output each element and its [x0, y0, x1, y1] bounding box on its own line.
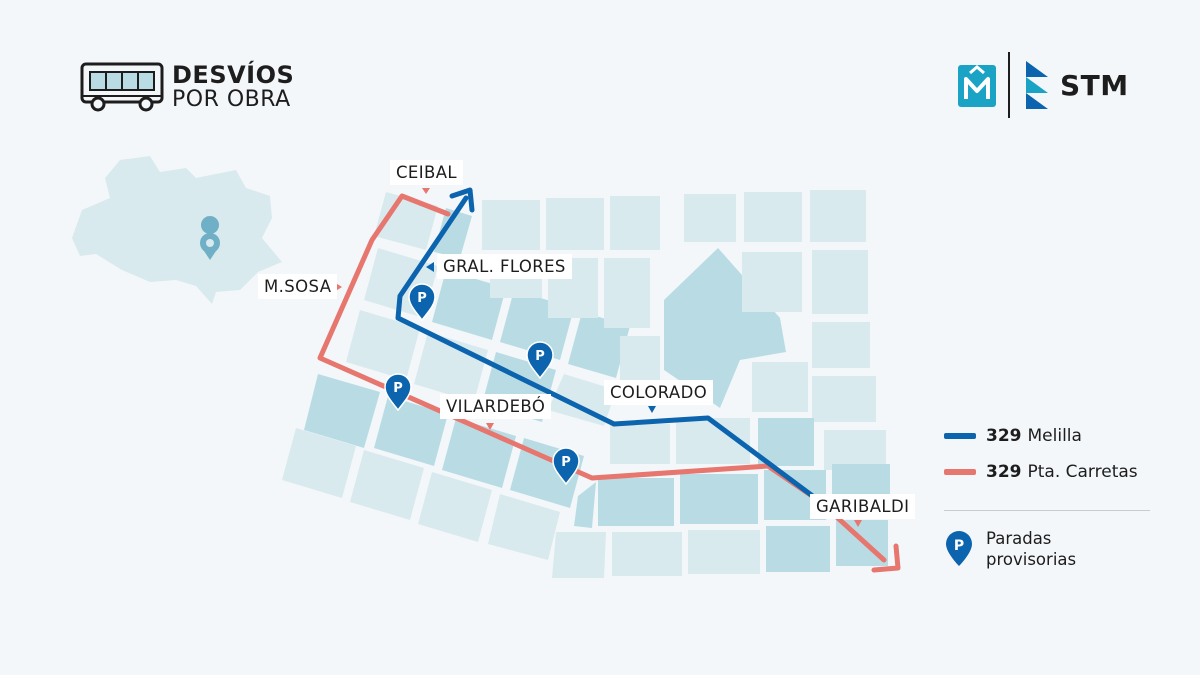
city-blocks: [282, 190, 890, 578]
legend-stops-line2: provisorias: [986, 549, 1077, 569]
legend-swatch-red: [944, 469, 976, 475]
legend-swatch-blue: [944, 433, 976, 439]
route-blue-arrow: [449, 187, 475, 213]
legend-divider: [944, 510, 1150, 511]
brand-name: STM: [1060, 68, 1129, 102]
street-label-garibaldi: GARIBALDI: [810, 494, 916, 519]
stop-marker[interactable]: P: [552, 447, 580, 486]
montevideo-logo-icon: [958, 65, 996, 107]
title-block: DESVÍOS POR OBRA: [172, 60, 295, 113]
street-label-ceibal: CEIBAL: [390, 160, 464, 185]
route-red-arrow: [871, 543, 901, 573]
stop-marker[interactable]: P: [384, 373, 412, 412]
city-silhouette: [72, 156, 282, 304]
stop-marker-symbol: P: [417, 291, 427, 306]
title-line-2: POR OBRA: [172, 87, 291, 113]
stop-marker[interactable]: P: [408, 283, 436, 322]
stop-marker-symbol: P: [954, 538, 964, 554]
legend-row-carretas: 329 Pta. Carretas: [944, 454, 1150, 490]
legend-route-name: Melilla: [1027, 426, 1082, 446]
legend: 329 Melilla 329 Pta. Carretas P Paradas …: [944, 418, 1150, 570]
brand-logos: STM: [958, 52, 1129, 118]
stop-marker-symbol: P: [561, 455, 571, 470]
stop-marker-symbol: P: [535, 349, 545, 364]
legend-route-name: Pta. Carretas: [1027, 462, 1138, 482]
stop-marker-icon: P: [946, 531, 972, 566]
legend-row-melilla: 329 Melilla: [944, 418, 1150, 454]
street-label-vilardebo: VILARDEBÓ: [440, 394, 552, 419]
street-label-msosa: M.SOSA: [258, 274, 338, 299]
route-blue-line: [395, 195, 821, 503]
legend-route-number: 329: [986, 426, 1022, 446]
header: DESVÍOS POR OBRA: [80, 60, 294, 114]
pointer-colorado: [648, 406, 656, 413]
legend-stops-line1: Paradas: [986, 529, 1052, 548]
street-label-gral-flores: GRAL. FLORES: [437, 254, 572, 279]
pointer-garibaldi: [854, 520, 862, 527]
stm-logo-icon: [1026, 61, 1048, 109]
pointer-vilardebo: [486, 423, 494, 430]
legend-row-stops: P Paradas provisorias: [944, 529, 1150, 570]
location-pin-icon: [200, 216, 220, 260]
pointer-gral-flores: [426, 262, 434, 272]
stop-marker[interactable]: P: [526, 341, 554, 380]
pointer-ceibal: [422, 188, 430, 194]
bus-icon: [80, 62, 164, 112]
legend-stops-text: Paradas provisorias: [986, 529, 1076, 570]
street-label-colorado: COLORADO: [604, 380, 714, 405]
logo-divider: [1008, 52, 1010, 118]
stop-marker-symbol: P: [393, 381, 403, 396]
title-line-1: DESVÍOS: [172, 60, 295, 89]
legend-route-number: 329: [986, 462, 1022, 482]
